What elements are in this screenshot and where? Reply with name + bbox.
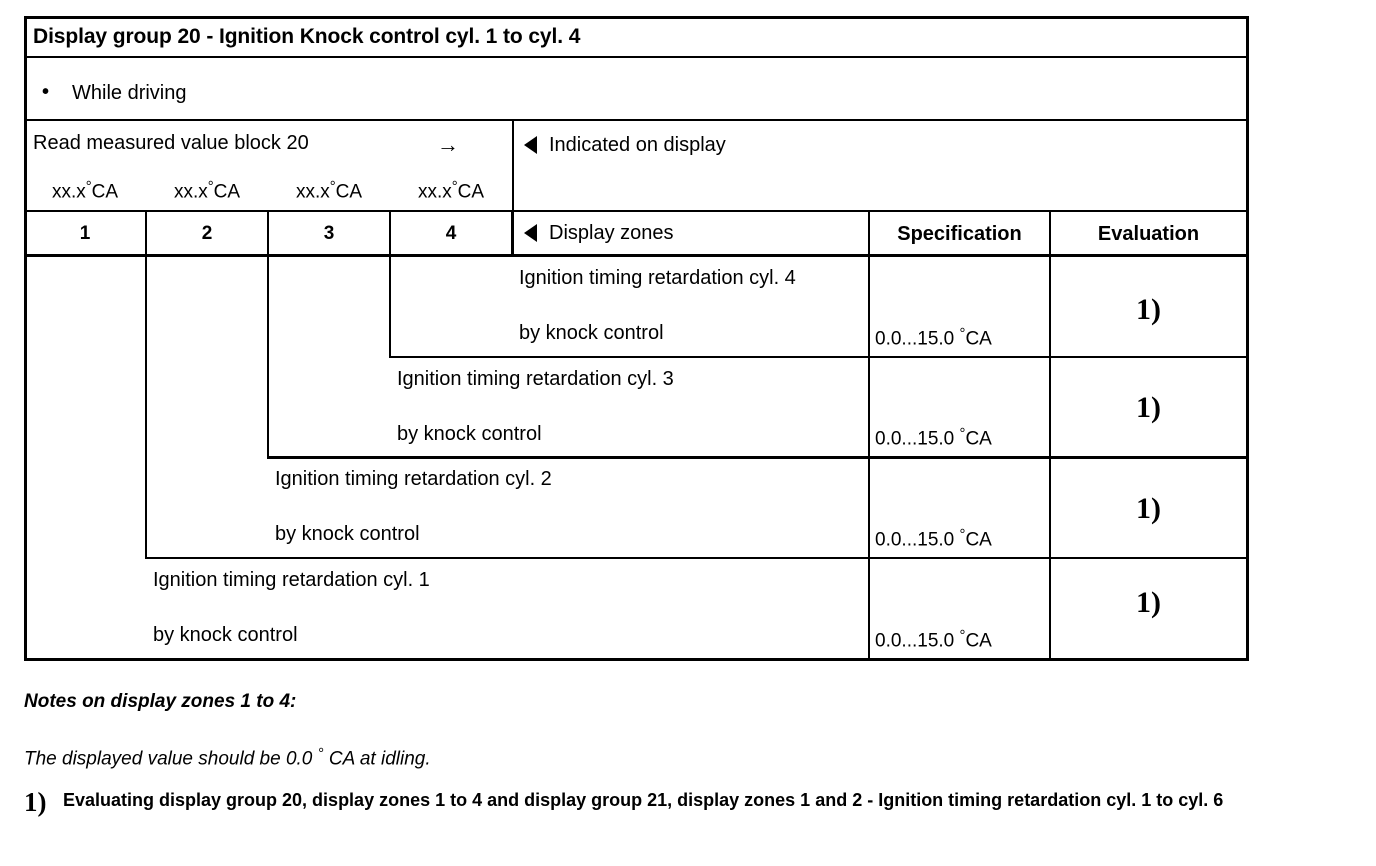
row-cyl4-line2: by knock control — [519, 322, 664, 344]
display-zones-label: Display zones — [549, 222, 674, 244]
staircase-vline-zone2 — [145, 255, 147, 558]
zone-divider-1-2 — [145, 211, 147, 255]
unit-suffix-zone2: CA — [213, 181, 241, 203]
notes-body-suffix: at idling. — [354, 748, 431, 770]
degree-symbol-zone4: ° — [451, 179, 458, 195]
row-cyl4-line1: Ignition timing retardation cyl. 4 — [519, 267, 796, 289]
eval-row-sep-1 — [1049, 356, 1247, 358]
zone-divider-4-end — [511, 211, 513, 255]
row-cyl3-line2: by knock control — [397, 423, 542, 445]
row-cyl2-line1: Ignition timing retardation cyl. 2 — [275, 468, 552, 490]
left-triangle-icon-zones — [524, 224, 537, 242]
rule-under-read-row — [24, 210, 514, 212]
bullet-text: While driving — [72, 82, 187, 104]
zone-number-2: 2 — [201, 223, 213, 244]
row-bottom-cyl3 — [267, 456, 1247, 459]
row-cyl1-line2: by knock control — [153, 624, 298, 646]
rule-under-indicated-on-display — [512, 210, 1247, 212]
zone-divider-3-4 — [389, 211, 391, 255]
eval-row-sep-3 — [1049, 557, 1247, 559]
row-cyl3-line1: Ignition timing retardation cyl. 3 — [397, 368, 674, 390]
row-cyl1-spec-unit: CA — [965, 630, 992, 652]
degree-symbol-zone3: ° — [329, 179, 336, 195]
row-cyl1-line1: Ignition timing retardation cyl. 1 — [153, 569, 430, 591]
degree-symbol-zone1: ° — [85, 179, 92, 195]
zone-number-4: 4 — [445, 223, 457, 244]
row-cyl4-spec-unit: CA — [965, 328, 992, 350]
row-cyl1-spec-value: 0.0...15.0 — [875, 630, 955, 652]
rule-under-bullet — [24, 119, 1247, 121]
degree-symbol-zone2: ° — [207, 179, 214, 195]
page-title: Display group 20 - Ignition Knock contro… — [33, 25, 581, 48]
unit-value-zone1: xx.x — [51, 181, 86, 203]
unit-cell-zone2: xx.x°CA — [146, 179, 268, 204]
specification-header: Specification — [897, 223, 1022, 245]
row-cyl4-degree-symbol: ° — [959, 326, 966, 342]
row-cyl4-spec-value: 0.0...15.0 — [875, 328, 955, 350]
row-cyl4-evaluation: 1) — [1136, 293, 1161, 326]
row-cyl2-evaluation: 1) — [1136, 492, 1161, 525]
row-bottom-cyl2 — [145, 557, 1247, 559]
row-cyl3-degree-symbol: ° — [959, 426, 966, 442]
unit-value-zone3: xx.x — [295, 181, 330, 203]
evaluation-header: Evaluation — [1097, 223, 1200, 245]
unit-suffix-zone1: CA — [91, 181, 119, 203]
table-left-border — [24, 16, 27, 661]
zone-number-3: 3 — [323, 223, 335, 244]
row-cyl1-evaluation: 1) — [1136, 586, 1161, 619]
table-right-border — [1246, 16, 1249, 661]
row-cyl2-spec-value: 0.0...15.0 — [875, 529, 955, 551]
unit-cell-zone1: xx.x°CA — [24, 179, 146, 204]
notes-body-prefix: The displayed value should be 0.0 — [24, 748, 318, 770]
footnote-marker: 1) — [24, 787, 47, 817]
zone-number-1: 1 — [79, 223, 91, 244]
unit-value-zone2: xx.x — [173, 181, 208, 203]
zone-divider-2-3 — [267, 211, 269, 255]
row-cyl2-spec-unit: CA — [965, 529, 992, 551]
notes-body-unit: CA — [328, 748, 355, 770]
divider-spec-column — [868, 255, 870, 659]
unit-suffix-zone4: CA — [457, 181, 485, 203]
bullet-marker: • — [42, 81, 50, 103]
left-triangle-icon-indicated — [524, 136, 537, 154]
row-cyl3-spec-unit: CA — [965, 428, 992, 450]
row-cyl1-degree-symbol: ° — [959, 628, 966, 644]
divider-spec-header — [868, 211, 870, 255]
divider-left-right-header — [512, 119, 514, 256]
unit-cell-zone3: xx.x°CA — [268, 179, 390, 204]
staircase-vline-zone4 — [389, 255, 391, 357]
table-top-border — [24, 16, 1249, 19]
row-cyl3-spec-value: 0.0...15.0 — [875, 428, 955, 450]
rule-under-title — [24, 56, 1247, 58]
row-cyl2-spec: 0.0...15.0 °CA — [875, 528, 992, 550]
row-cyl2-degree-symbol: ° — [959, 527, 966, 543]
divider-eval-column — [1049, 211, 1051, 659]
staircase-vline-zone3 — [267, 255, 269, 457]
rule-under-column-headers — [24, 254, 1247, 257]
unit-cell-zone4: xx.x°CA — [390, 179, 512, 204]
read-measured-value-label: Read measured value block 20 — [33, 132, 309, 154]
row-cyl1-spec: 0.0...15.0 °CA — [875, 629, 992, 651]
notes-body: The displayed value should be 0.0 ° CA a… — [24, 747, 431, 769]
row-bottom-cyl4 — [389, 356, 1247, 358]
row-cyl4-spec: 0.0...15.0 °CA — [875, 327, 992, 349]
table-bottom-border — [24, 658, 1249, 661]
footnote-text: Evaluating display group 20, display zon… — [63, 790, 1224, 810]
row-cyl2-line2: by knock control — [275, 523, 420, 545]
notes-degree-symbol: ° — [317, 746, 324, 762]
unit-value-zone4: xx.x — [417, 181, 452, 203]
unit-suffix-zone3: CA — [335, 181, 363, 203]
notes-heading: Notes on display zones 1 to 4: — [24, 691, 297, 712]
row-cyl3-spec: 0.0...15.0 °CA — [875, 427, 992, 449]
indicated-on-display-label: Indicated on display — [549, 134, 726, 156]
right-arrow-icon: → — [437, 132, 459, 157]
row-cyl3-evaluation: 1) — [1136, 391, 1161, 424]
